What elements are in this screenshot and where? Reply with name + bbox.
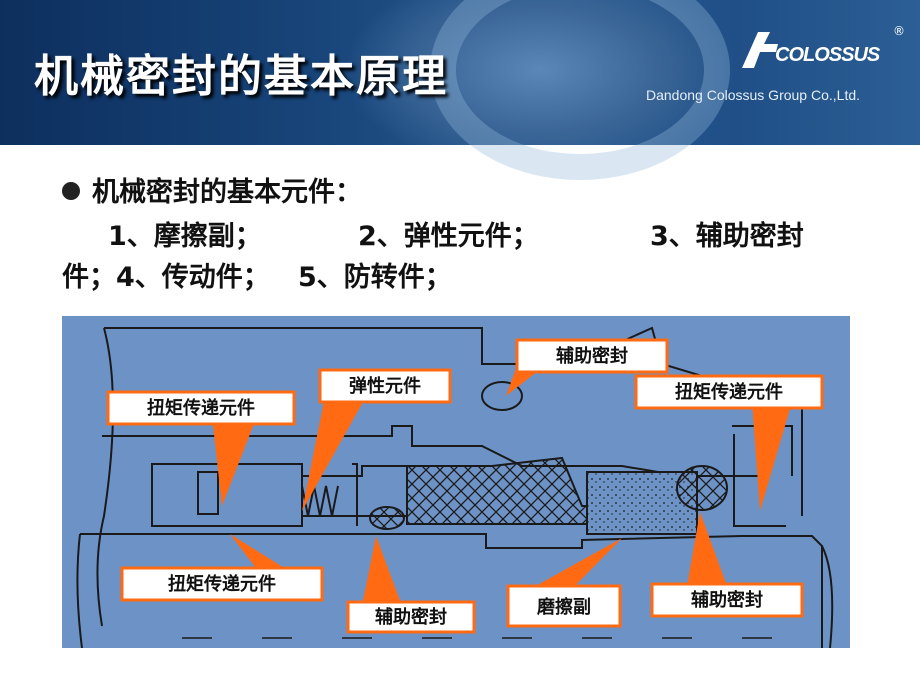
callout-text: 扭矩传递元件 [168, 573, 276, 595]
callout-aux-seal-bottom: 辅助密封 [346, 536, 476, 634]
slide-header: 机械密封的基本原理 COLOSSUS ® Dandong Colossus Gr… [0, 0, 920, 180]
callout-friction-pair: 磨擦副 [506, 538, 622, 628]
callout-torque-right: 扭矩传递元件 [634, 374, 824, 511]
callout-text: 辅助密封 [691, 589, 763, 611]
o-ring-top [481, 381, 523, 411]
bullet-icon [62, 182, 80, 200]
content-line2: 件；4、传动件； 5、防转件； [62, 262, 452, 293]
callout-text: 扭矩传递元件 [147, 397, 255, 419]
seal-diagram: 辅助密封 弹性元件 扭矩传递元件 扭矩传递元件 扭矩传递元件 辅助密封 磨擦副 … [62, 316, 850, 648]
item-friction-pair: 1、摩擦副； [108, 221, 262, 252]
slide-title: 机械密封的基本原理 [34, 51, 448, 102]
callout-text: 磨擦副 [537, 596, 591, 618]
spring-coil [301, 485, 339, 517]
callout-torque-left-top: 扭矩传递元件 [106, 390, 296, 506]
callout-aux-seal-right: 辅助密封 [650, 512, 804, 618]
o-ring-bottom [369, 506, 405, 530]
item-aux-seal: 3、辅助密封 [650, 221, 804, 252]
colossus-logo-icon [742, 32, 778, 68]
logo-text: COLOSSUS [775, 44, 880, 66]
callout-torque-left-bottom: 扭矩传递元件 [120, 534, 324, 602]
callout-text: 扭矩传递元件 [675, 381, 783, 403]
registered-mark: ® [893, 24, 905, 38]
callout-text: 辅助密封 [375, 606, 447, 628]
callout-text: 弹性元件 [349, 375, 421, 397]
o-ring-right [676, 465, 728, 511]
content-heading: 机械密封的基本元件： [92, 177, 362, 208]
callout-spring: 弹性元件 [302, 368, 452, 511]
callout-aux-seal-top: 辅助密封 [506, 338, 669, 396]
callout-text: 辅助密封 [556, 345, 628, 367]
company-name: Dandong Colossus Group Co.,Ltd. [646, 87, 861, 103]
item-elastic: 2、弹性元件； [358, 221, 539, 252]
